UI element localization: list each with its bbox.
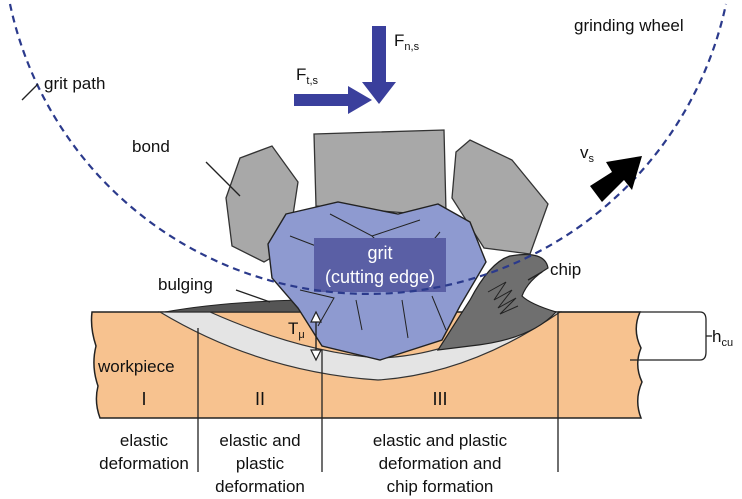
hcu-label: hcu <box>712 327 733 349</box>
bond-leader <box>205 161 241 197</box>
chip-leader <box>527 271 543 281</box>
zone-caption-1-line1: elastic <box>120 431 169 450</box>
grit-label-box <box>314 238 446 292</box>
zone-numeral-1: I <box>141 389 146 409</box>
zone-caption-2-line2: plastic <box>236 454 285 473</box>
zone-numeral-2: II <box>255 389 265 409</box>
velocity-label: vs <box>580 143 595 165</box>
zone-caption-3-line1: elastic and plastic <box>373 431 508 450</box>
tmu-arrow-head-top <box>310 310 322 323</box>
zone-numeral-3: III <box>432 389 447 409</box>
force-tangential-arrow <box>294 86 372 114</box>
bond-label: bond <box>132 137 170 156</box>
zone-caption-2-line3: deformation <box>215 477 305 496</box>
grit-label-line2: (cutting edge) <box>325 267 435 287</box>
workpiece-label: workpiece <box>97 357 175 376</box>
grinding-wheel-label: grinding wheel <box>574 16 684 35</box>
chip <box>436 253 558 351</box>
chip-label: chip <box>550 260 581 279</box>
bond-grain-right <box>451 139 549 255</box>
velocity-arrow <box>590 156 642 202</box>
tmu-arrow-head-bottom <box>310 349 322 362</box>
zone-caption-3-line3: chip formation <box>387 477 494 496</box>
tmu-label: Tμ <box>288 319 305 341</box>
zone-caption-1-line2: deformation <box>99 454 189 473</box>
bulging-label: bulging <box>158 275 213 294</box>
force-tangential-label: Ft,s <box>296 65 319 87</box>
force-normal-arrow <box>362 26 396 104</box>
zone-caption-2-line1: elastic and <box>219 431 300 450</box>
bond-grain-center <box>313 129 447 215</box>
chip-lamella <box>487 281 519 315</box>
grit-path-leader <box>21 83 39 101</box>
force-normal-label: Fn,s <box>394 31 420 53</box>
zone-caption-3-line2: deformation and <box>379 454 502 473</box>
grit-path-circle <box>8 3 728 295</box>
grit-label-line1: grit <box>367 243 392 263</box>
grit-path-label: grit path <box>44 74 105 93</box>
bulging-leader <box>235 289 271 303</box>
